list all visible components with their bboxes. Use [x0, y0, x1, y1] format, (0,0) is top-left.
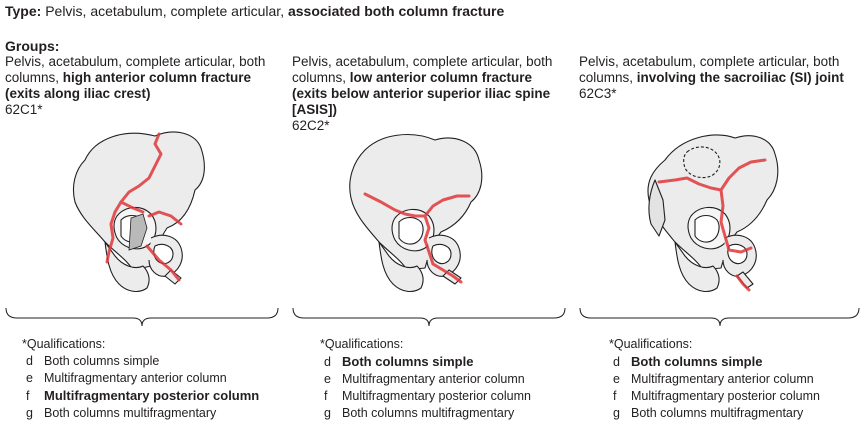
type-line: Type: Pelvis, acetabulum, complete artic… — [5, 3, 504, 19]
brace-62c3 — [579, 307, 860, 327]
group-62c2-description: Pelvis, acetabulum, complete articular, … — [292, 54, 553, 85]
group-62c3: Pelvis, acetabulum, complete articular, … — [579, 54, 859, 102]
brace-62c2 — [292, 307, 566, 327]
brace-62c1 — [5, 307, 279, 327]
group-62c1: Pelvis, acetabulum, complete articular, … — [5, 54, 280, 118]
group-62c1-code: 62C1* — [5, 102, 43, 117]
group-62c3-description: Pelvis, acetabulum, complete articular, … — [579, 54, 840, 85]
pelvis-illustration-62c1 — [72, 131, 205, 293]
group-62c3-highlight: involving the sacroiliac (SI) joint — [636, 70, 844, 85]
type-label: Type: — [5, 3, 42, 19]
type-description-bold: associated both column fracture — [287, 3, 505, 19]
group-62c1-highlight: high anterior column fracture (exits alo… — [5, 70, 252, 101]
qualifications-title: *Qualifications: — [320, 337, 404, 351]
groups-heading: Groups: — [5, 38, 60, 54]
type-description: Pelvis, acetabulum, complete articular, — [41, 3, 288, 19]
pelvis-illustration-62c3 — [647, 134, 779, 293]
group-62c1-description: Pelvis, acetabulum, complete articular, … — [5, 54, 266, 85]
group-62c3-code: 62C3* — [579, 86, 617, 101]
group-62c2-code: 62C2* — [292, 118, 330, 133]
pelvis-illustration-62c2 — [349, 134, 483, 293]
qualifications-title: *Qualifications: — [22, 337, 106, 351]
group-62c2: Pelvis, acetabulum, complete articular, … — [292, 54, 567, 134]
qualifications-title: *Qualifications: — [609, 337, 693, 351]
group-62c2-highlight: low anterior column fracture (exits belo… — [292, 70, 551, 117]
